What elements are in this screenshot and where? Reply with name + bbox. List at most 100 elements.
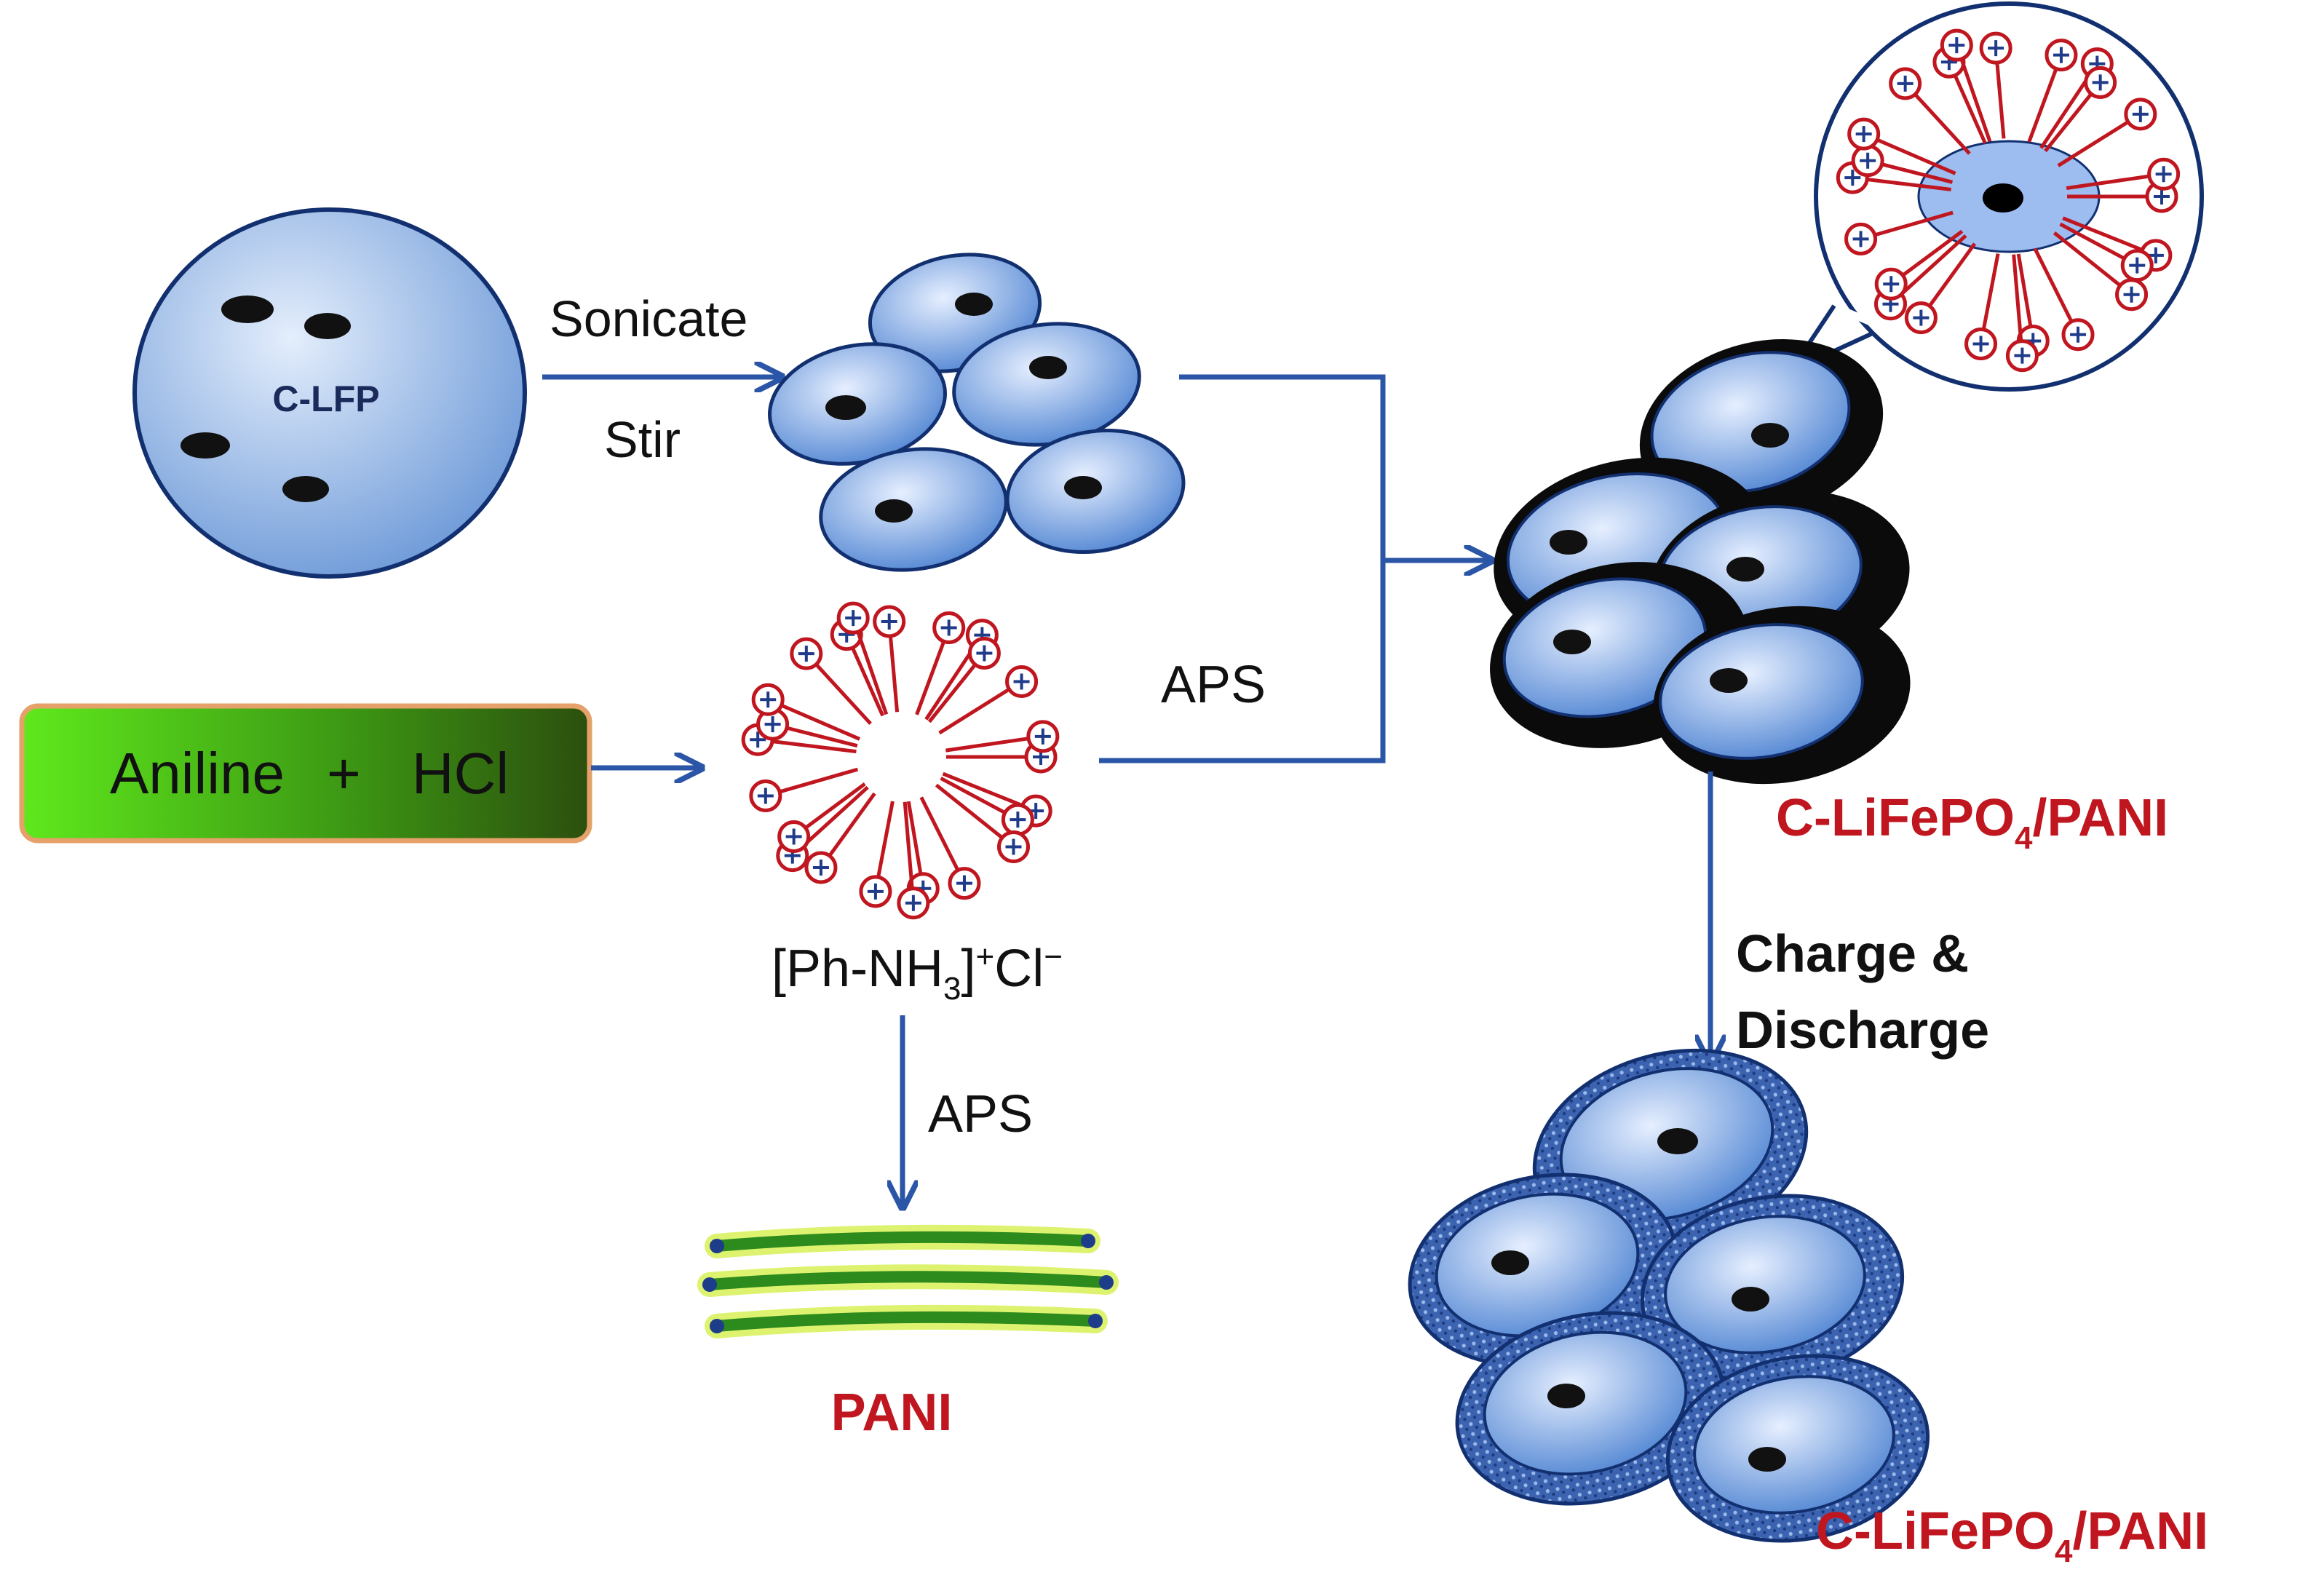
- micelle-tail: [1953, 74, 1987, 144]
- micelle-tail: [915, 640, 946, 715]
- micelle-tail: [804, 782, 866, 830]
- micelle-tail: [876, 801, 895, 878]
- reagent-hcl: HCl: [411, 740, 509, 806]
- micelle-tail: [945, 737, 1029, 753]
- micelle-tail: [1874, 210, 1954, 237]
- reagent-aniline: Aniline: [109, 740, 285, 806]
- micelle-tail: [938, 687, 1010, 735]
- plus-charge-icon: [764, 716, 781, 733]
- reagent-box: [19, 703, 592, 844]
- micelle-tail: [856, 631, 889, 715]
- plus-charge-icon: [1883, 276, 1900, 293]
- plus-charge-icon: [2154, 189, 2170, 205]
- merge-connector: [1099, 374, 1488, 763]
- plus-charge-icon: [940, 619, 957, 636]
- plus-charge-icon: [2014, 347, 2031, 364]
- plus-charge-icon: [1972, 336, 1989, 352]
- plus-charge-icon: [798, 646, 814, 662]
- sonicate-label: Sonicate: [550, 290, 747, 347]
- micelle-tail: [1876, 138, 1956, 175]
- micelle-tail: [2059, 222, 2125, 261]
- plus-charge-icon: [2123, 286, 2140, 303]
- micelle-tail: [780, 703, 861, 741]
- plus-charge-icon: [1844, 170, 1861, 186]
- composite-bottom-label: C-LiFePO4/PANI: [1816, 1502, 2208, 1569]
- micelle-tail: [2053, 231, 2122, 287]
- micelle-tail: [814, 663, 872, 726]
- plus-charge-icon: [905, 894, 921, 911]
- micelle-tail: [786, 726, 858, 748]
- dispersed-particles: [768, 253, 1186, 572]
- micelle-tail: [903, 801, 914, 889]
- plus-charge-icon: [845, 610, 862, 627]
- plus-charge-icon: [1988, 40, 2004, 57]
- cycled-composite: [1408, 1048, 1930, 1543]
- plus-charge-icon: [2070, 326, 2087, 343]
- micelle-tail: [2012, 254, 2023, 341]
- micelle-tail: [772, 739, 857, 754]
- pani-label: PANI: [831, 1384, 953, 1442]
- plus-charge-icon: [2147, 247, 2164, 263]
- micelle-tail: [906, 801, 923, 875]
- micelle-tail: [935, 783, 1004, 839]
- plus-charge-icon: [1010, 812, 1026, 828]
- plus-charge-icon: [2092, 74, 2109, 91]
- anilinium-label: [Ph-NH3]+Cl−: [772, 939, 1063, 1007]
- composite-top-label: C-LiFePO4/PANI: [1776, 789, 2168, 856]
- aps-top-label: APS: [1161, 656, 1266, 714]
- micelle-tail: [1995, 62, 2006, 139]
- micelle-tail: [2062, 216, 2143, 252]
- plus-charge-icon: [757, 787, 774, 804]
- plus-charge-icon: [760, 691, 777, 708]
- anilinium-micelle: [741, 601, 1060, 920]
- pani-chains: [697, 1224, 1119, 1338]
- micelle-tail: [919, 796, 960, 871]
- discharge-label: Discharge: [1736, 1001, 1989, 1060]
- micelle-tail: [779, 767, 859, 794]
- charge-label: Charge &: [1736, 925, 1969, 983]
- plus-charge-icon: [785, 828, 802, 845]
- plus-charge-icon: [750, 731, 766, 748]
- micelle-tail: [801, 785, 869, 848]
- reagent-box-label: Aniline + HCl: [29, 710, 590, 837]
- micelle-tail: [1866, 178, 1951, 191]
- plus-charge-icon: [2155, 166, 2172, 183]
- micelle-tail: [2039, 74, 2091, 149]
- micelle-tail: [888, 635, 900, 713]
- plus-charge-icon: [956, 875, 972, 892]
- micelle-tail: [2066, 174, 2150, 191]
- micelle-tail: [1900, 234, 1967, 296]
- plus-charge-icon: [1913, 309, 1930, 326]
- micelle-tail: [1959, 58, 1992, 143]
- plus-charge-icon: [867, 883, 884, 900]
- micelle-tail: [1928, 242, 1977, 307]
- micelle-tail: [2033, 247, 2074, 322]
- micelle-tail: [942, 771, 1023, 808]
- micelle-tail: [1901, 229, 1964, 277]
- bubble-micelle: [1836, 28, 2181, 373]
- micelle-tail: [2044, 92, 2093, 153]
- plus-charge-icon: [1948, 37, 1965, 54]
- micelle-tail: [927, 663, 977, 723]
- micelle-tail: [2016, 253, 2033, 328]
- plus-charge-icon: [1034, 728, 1051, 745]
- plus-charge-icon: [976, 645, 993, 662]
- micelle-tail: [828, 792, 876, 857]
- clfp-label: C-LFP: [272, 378, 379, 419]
- plus-charge-icon: [2132, 106, 2149, 122]
- plus-charge-icon: [812, 859, 829, 876]
- reagent-plus: +: [327, 740, 361, 806]
- micelle-tail: [940, 777, 1006, 814]
- micelle-core-dot: [1983, 183, 2023, 213]
- micelle-tail: [1981, 253, 2000, 330]
- micelle-tail: [924, 646, 976, 721]
- plus-charge-icon: [1005, 838, 1022, 855]
- stir-label: Stir: [604, 411, 681, 468]
- coated-composite: [1490, 1, 2204, 785]
- micelle-tail: [2027, 68, 2058, 143]
- plus-charge-icon: [881, 614, 897, 630]
- micelle-tail: [851, 646, 885, 717]
- micelle-tail: [1881, 162, 1954, 184]
- plus-charge-icon: [1897, 75, 1913, 92]
